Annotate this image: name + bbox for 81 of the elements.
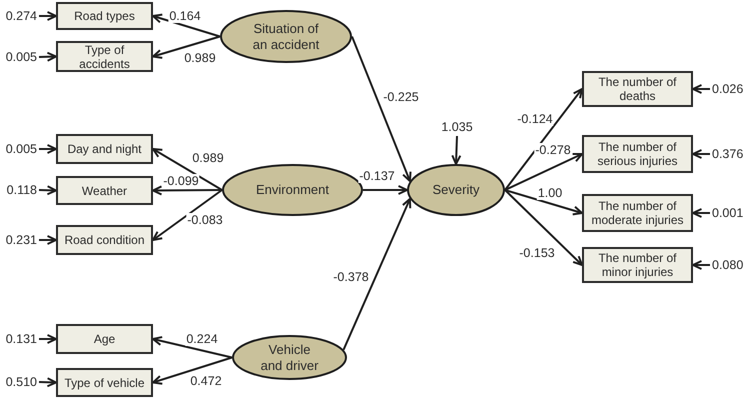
arrow xyxy=(152,14,220,38)
arrow xyxy=(692,84,710,94)
variable-label: Age xyxy=(94,332,116,346)
arrow xyxy=(152,148,223,191)
path-coefficient-label: -0.378 xyxy=(332,270,370,284)
observed-variable-box xyxy=(582,194,693,232)
path-coefficient-label: -0.083 xyxy=(186,213,224,227)
variable-label: Type of accidents xyxy=(78,42,131,70)
path-coefficient-label: 0.472 xyxy=(189,374,223,388)
error-variance-value: 0.080 xyxy=(712,258,744,272)
observed-variable-box xyxy=(56,134,153,164)
arrow xyxy=(504,189,583,266)
path-coefficient-label: 0.164 xyxy=(168,9,202,23)
path-coefficient-label: 0.989 xyxy=(191,151,225,165)
arrow xyxy=(351,36,412,182)
path-coefficient-label: 0.224 xyxy=(185,332,219,346)
path-coefficient-label: -0.153 xyxy=(518,246,556,260)
variable-label: The number of serious injuries xyxy=(596,140,679,168)
latent-variable-ellipse xyxy=(220,10,352,63)
error-variance-value: 0.510 xyxy=(6,375,37,389)
arrow xyxy=(692,149,710,159)
path-coefficient-label: -0.099 xyxy=(162,174,200,188)
variable-label: The number of moderate injuries xyxy=(590,199,685,227)
arrow xyxy=(39,334,57,344)
variable-label: Vehicle and driver xyxy=(260,342,320,374)
error-variance-value: 0.001 xyxy=(712,206,744,220)
arrow xyxy=(38,377,57,388)
arrow xyxy=(39,144,57,154)
path-coefficient-label: -0.137 xyxy=(358,169,396,183)
variable-label: The number of minor injuries xyxy=(597,251,678,279)
observed-variable-box xyxy=(56,368,153,397)
variable-label: Type of vehicle xyxy=(64,376,145,390)
arrow xyxy=(504,152,583,191)
arrow xyxy=(342,198,412,350)
observed-variable-box xyxy=(582,135,693,173)
variable-label: The number of deaths xyxy=(597,75,678,103)
arrow xyxy=(38,185,57,196)
arrow xyxy=(38,52,57,62)
variable-label: Situation of an accident xyxy=(252,20,320,52)
observed-variable-box xyxy=(56,41,153,72)
observed-variable-box xyxy=(56,176,153,205)
arrow xyxy=(152,185,222,196)
arrow xyxy=(152,356,232,385)
error-variance-value: 0.026 xyxy=(712,82,744,96)
observed-variable-box xyxy=(56,324,153,354)
arrow xyxy=(152,189,223,241)
arrow xyxy=(504,88,583,191)
error-variance-value: 0.231 xyxy=(6,233,37,247)
arrow xyxy=(692,260,710,270)
error-variance-value: 0.131 xyxy=(6,332,37,346)
variable-label: Road condition xyxy=(64,233,145,247)
arrow xyxy=(152,36,220,59)
error-variance-value: 0.005 xyxy=(6,50,37,64)
observed-variable-box xyxy=(56,2,153,30)
observed-variable-box xyxy=(582,247,693,283)
observed-variable-box xyxy=(56,225,153,255)
latent-variable-ellipse xyxy=(407,164,505,216)
variable-label: Environment xyxy=(256,182,329,198)
path-coefficient-label: -0.278 xyxy=(534,143,572,157)
arrow xyxy=(363,185,408,195)
error-variance-value: 1.035 xyxy=(441,120,473,134)
error-variance-value: 0.376 xyxy=(712,147,744,161)
variable-label: Severity xyxy=(432,182,480,198)
error-variance-value: 0.118 xyxy=(6,183,37,197)
variable-label: Day and night xyxy=(67,142,142,156)
path-coefficient-label: -0.225 xyxy=(382,90,420,104)
arrow xyxy=(39,11,57,21)
arrow xyxy=(692,208,710,218)
variable-label: Weather xyxy=(82,184,128,198)
arrow xyxy=(39,235,57,245)
arrow xyxy=(451,136,462,165)
path-coefficient-label: -0.124 xyxy=(516,112,554,126)
error-variance-value: 0.005 xyxy=(6,142,37,156)
path-coefficient-label: 0.989 xyxy=(183,51,217,65)
path-coefficient-label: 1.00 xyxy=(536,186,564,200)
arrow xyxy=(504,189,583,216)
variable-label: Road types xyxy=(74,9,135,23)
observed-variable-box xyxy=(582,71,693,107)
arrow xyxy=(152,336,232,358)
latent-variable-ellipse xyxy=(232,335,347,380)
error-variance-value: 0.274 xyxy=(6,9,37,23)
